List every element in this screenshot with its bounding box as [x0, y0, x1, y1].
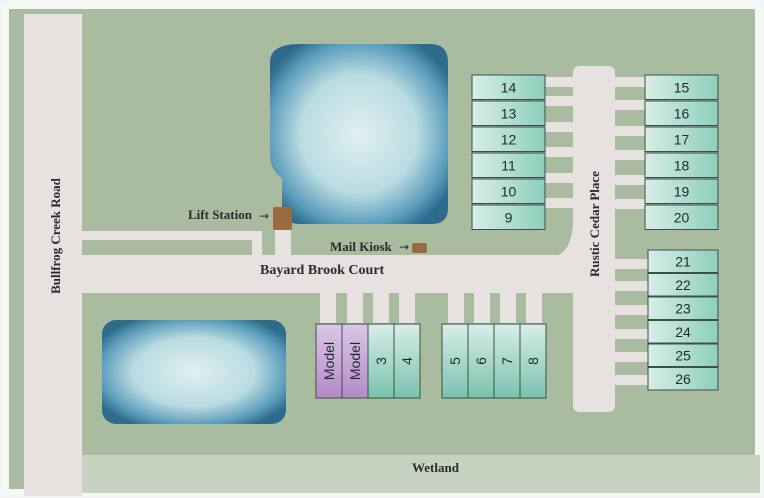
driveways-upper-right	[614, 77, 646, 209]
bottom-b-unit-2	[493, 323, 521, 399]
upper-right-unit-16	[644, 100, 719, 126]
upper-right-unit-18	[644, 152, 719, 178]
lift-station-icon	[273, 207, 292, 230]
unit-number-label: 12	[501, 131, 517, 147]
lower-right-unit-26	[647, 367, 719, 391]
unit-number-label: 21	[675, 253, 691, 269]
mail-kiosk-arrow-icon: →	[399, 240, 410, 254]
south-pond	[102, 320, 286, 424]
unit-number-label: 17	[674, 131, 690, 147]
lower-right-unit-23	[647, 296, 719, 320]
unit-number-label: 19	[674, 183, 690, 199]
unit-number-label: 11	[501, 157, 516, 173]
bayard-brook-court-label: Bayard Brook Court	[260, 263, 385, 278]
unit-number-label: 5	[447, 357, 463, 365]
upper-right-unit-19	[644, 178, 719, 204]
bottom-b-unit-3	[519, 323, 547, 399]
bottom-a-unit-3	[393, 323, 421, 399]
mail-kiosk-text: Mail Kiosk	[330, 239, 392, 254]
units-lower-right: 21 22 23 24 25 26	[647, 249, 719, 391]
upper-right-unit-15	[644, 74, 719, 100]
lift-station-drive	[275, 225, 291, 255]
mail-kiosk-icon	[412, 243, 427, 253]
unit-number-label: 3	[373, 357, 389, 365]
upper-left-unit-10	[471, 178, 546, 204]
unit-number-label: 20	[674, 209, 690, 225]
driveways-upper-left	[545, 77, 575, 208]
north-pond	[270, 44, 448, 224]
bullfrog-creek-road	[24, 14, 82, 496]
lower-right-unit-22	[647, 273, 719, 297]
lift-station-arrow-icon: →	[259, 209, 270, 223]
bottom-a-unit-0	[315, 323, 343, 399]
unit-number-label: 16	[674, 105, 690, 121]
mail-kiosk-label: Mail Kiosk	[330, 239, 392, 255]
unit-number-label: 22	[675, 277, 691, 293]
upper-right-unit-17	[644, 126, 719, 152]
rustic-cedar-place-label: Rustic Cedar Place	[587, 171, 602, 277]
unit-number-label: 15	[674, 79, 690, 95]
unit-number-label: 4	[399, 357, 415, 365]
unit-number-label: Model	[321, 342, 337, 380]
bottom-b-unit-0	[441, 323, 469, 399]
unit-number-label: 23	[675, 300, 691, 316]
lower-right-unit-21	[647, 249, 719, 273]
rustic-bayard-curve	[545, 220, 573, 293]
lift-station-label: Lift Station	[188, 207, 252, 223]
lift-station-path	[82, 231, 260, 240]
rustic-cedar-place	[573, 66, 615, 412]
unit-number-label: 14	[501, 79, 517, 95]
unit-number-label: 7	[499, 357, 515, 365]
upper-left-unit-9	[471, 204, 546, 230]
wetland-label: Wetland	[412, 460, 459, 475]
units-upper-right: 15 16 17 18 19 20	[644, 74, 719, 230]
bullfrog-creek-road-label: Bullfrog Creek Road	[48, 178, 63, 294]
driveways-lower-right	[614, 259, 650, 385]
unit-number-label: 25	[675, 347, 691, 363]
lift-station-text: Lift Station	[188, 207, 252, 222]
lower-right-unit-24	[647, 320, 719, 344]
unit-number-label: 24	[675, 324, 691, 340]
driveways-bottom	[320, 293, 542, 323]
units-upper-left: 14 13 12 11 10 9	[471, 74, 546, 230]
upper-left-unit-11	[471, 152, 546, 178]
unit-number-label: Model	[347, 342, 363, 380]
units-bottom-b: 5 6 7 8	[441, 323, 547, 399]
wetland-area	[80, 455, 760, 493]
upper-left-unit-14	[471, 74, 546, 100]
units-bottom-a: Model Model 3 4	[315, 323, 421, 399]
unit-number-label: 6	[473, 357, 489, 365]
unit-number-label: 10	[501, 183, 517, 199]
bayard-brook-court	[82, 255, 612, 293]
lower-right-unit-25	[647, 343, 719, 367]
unit-number-label: 8	[525, 357, 541, 365]
unit-number-label: 9	[505, 209, 513, 225]
upper-right-unit-20	[644, 204, 719, 230]
unit-number-label: 13	[501, 105, 517, 121]
unit-number-label: 18	[674, 157, 690, 173]
lift-station-path-2	[252, 231, 262, 255]
unit-number-label: 26	[675, 371, 691, 387]
upper-left-unit-12	[471, 126, 546, 152]
upper-left-unit-13	[471, 100, 546, 126]
bottom-b-unit-1	[467, 323, 495, 399]
